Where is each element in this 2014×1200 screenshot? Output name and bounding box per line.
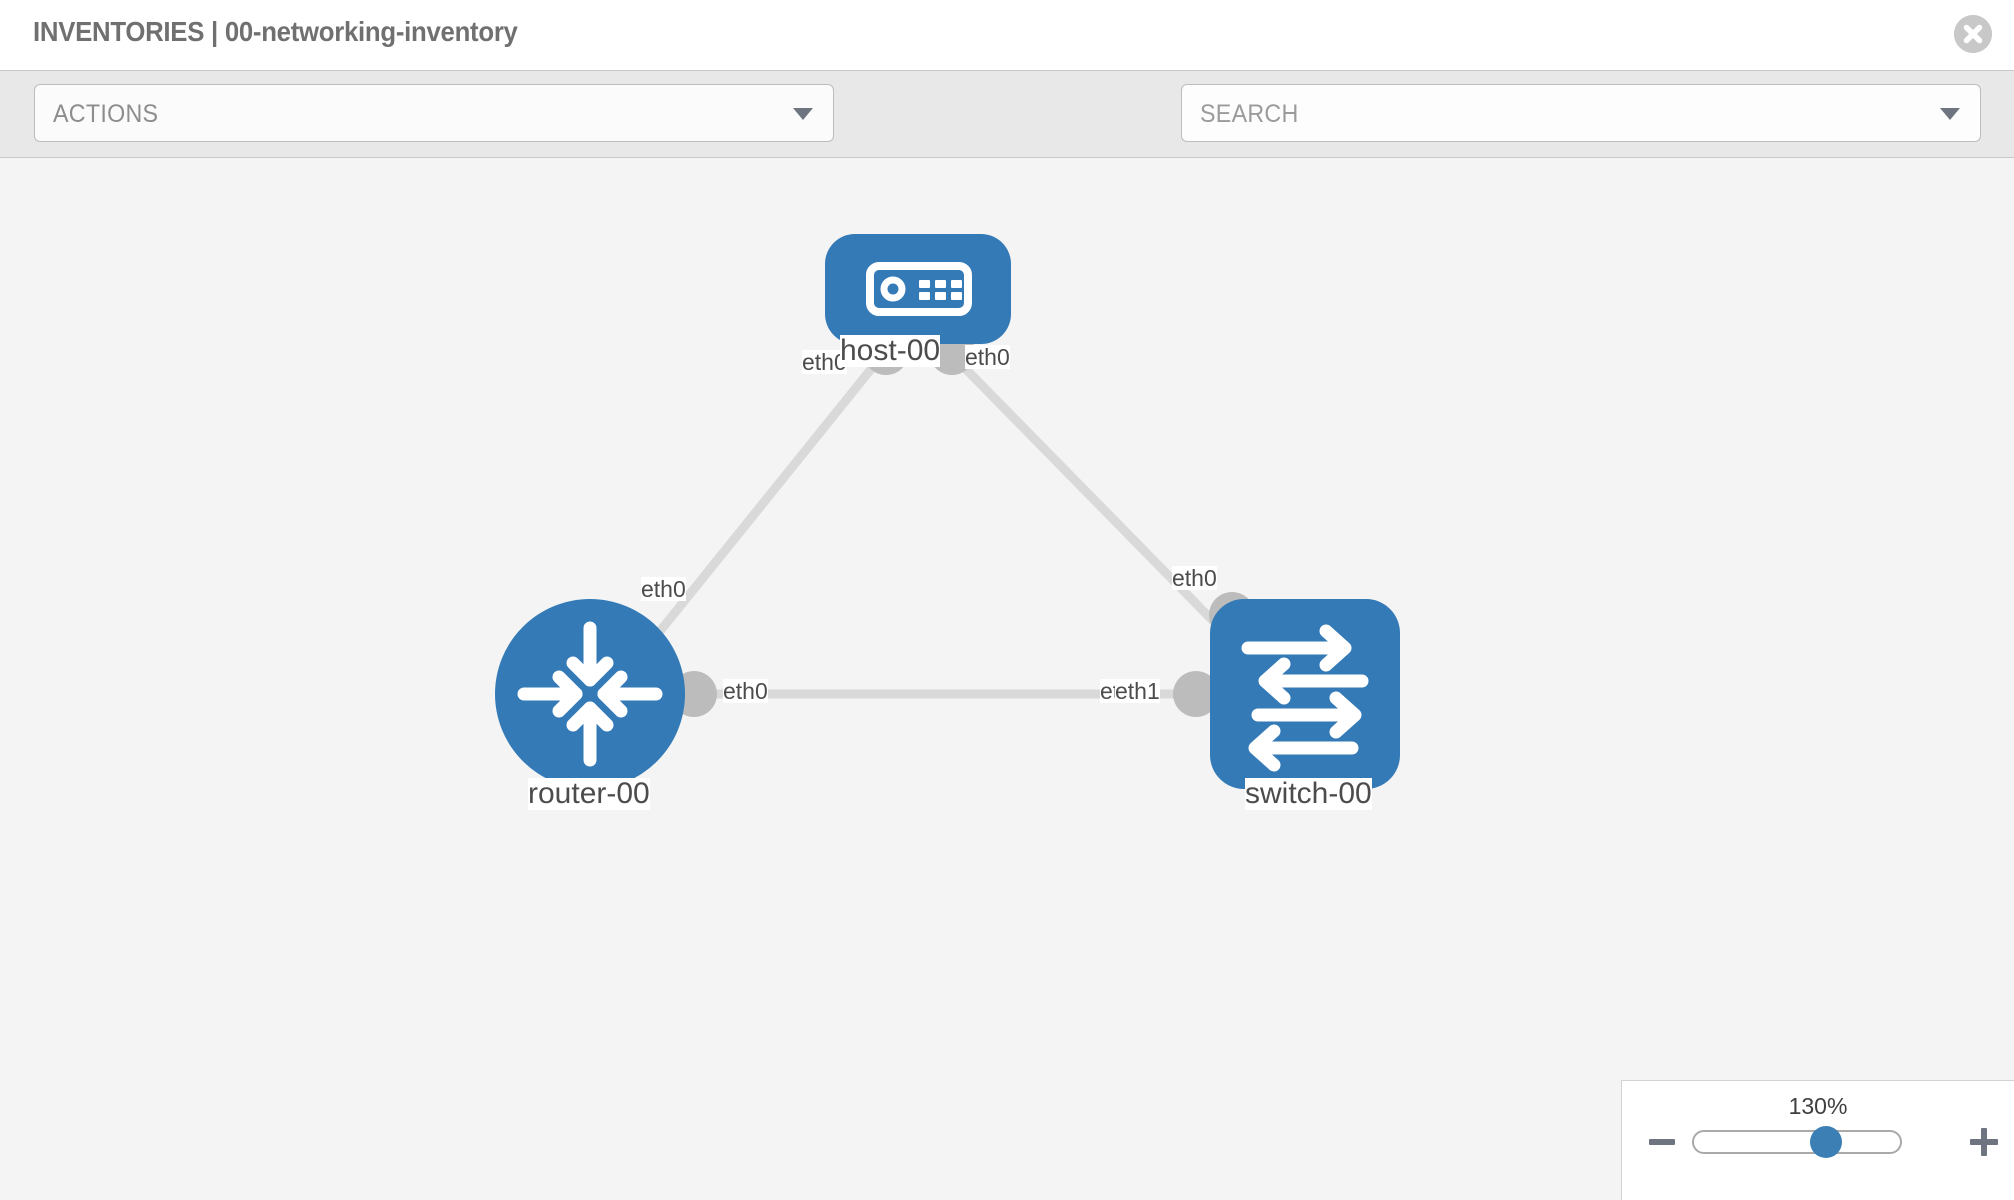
search-placeholder: SEARCH — [1200, 100, 1299, 128]
zoom-in-button[interactable] — [1968, 1125, 2002, 1159]
node-router-00 — [495, 599, 685, 789]
zoom-slider-thumb[interactable] — [1810, 1126, 1843, 1158]
edge-label-switch-up: eth0 — [1172, 565, 1217, 591]
node-label-switch-00: switch-00 — [1245, 777, 1372, 810]
link-host-router — [636, 355, 884, 659]
zoom-control[interactable]: 130% — [1621, 1080, 2014, 1200]
node-label-router-00: router-00 — [528, 777, 650, 810]
edge-label-switch-left-b: eth1 — [1115, 678, 1160, 704]
search-input[interactable]: SEARCH — [1181, 84, 1981, 142]
port-switch-left — [1173, 671, 1219, 717]
actions-dropdown-label: ACTIONS — [53, 100, 159, 128]
toolbar: ACTIONS SEARCH — [0, 70, 2014, 198]
edge-label-host-left: eth0 — [802, 349, 847, 375]
edge-label-router-right: eth0 — [723, 678, 768, 704]
chevron-down-icon — [793, 108, 813, 120]
node-switch-00 — [1210, 599, 1400, 789]
page-title: INVENTORIES | 00-networking-inventory — [33, 16, 518, 47]
edge-label-host-right: eth0 — [965, 344, 1010, 370]
zoom-out-button[interactable] — [1647, 1125, 1681, 1159]
actions-dropdown[interactable]: ACTIONS — [34, 84, 834, 142]
page-header: INVENTORIES | 00-networking-inventory — [0, 0, 2014, 70]
edge-label-router-up: eth0 — [641, 576, 686, 602]
topology-ports — [671, 329, 1255, 717]
node-host-00 — [825, 234, 1011, 344]
chevron-down-icon — [1940, 108, 1960, 120]
close-icon[interactable] — [1954, 15, 1992, 53]
node-label-host-00: host-00 — [840, 334, 941, 367]
topology-canvas[interactable]: eth0 host-00 eth0 eth0 router-00 eth0 et… — [0, 158, 2014, 1200]
zoom-percent-label: 130% — [1788, 1093, 1848, 1119]
topology-links — [636, 354, 1224, 699]
zoom-slider[interactable] — [1692, 1126, 1902, 1158]
topology-graph[interactable] — [0, 158, 2014, 1200]
